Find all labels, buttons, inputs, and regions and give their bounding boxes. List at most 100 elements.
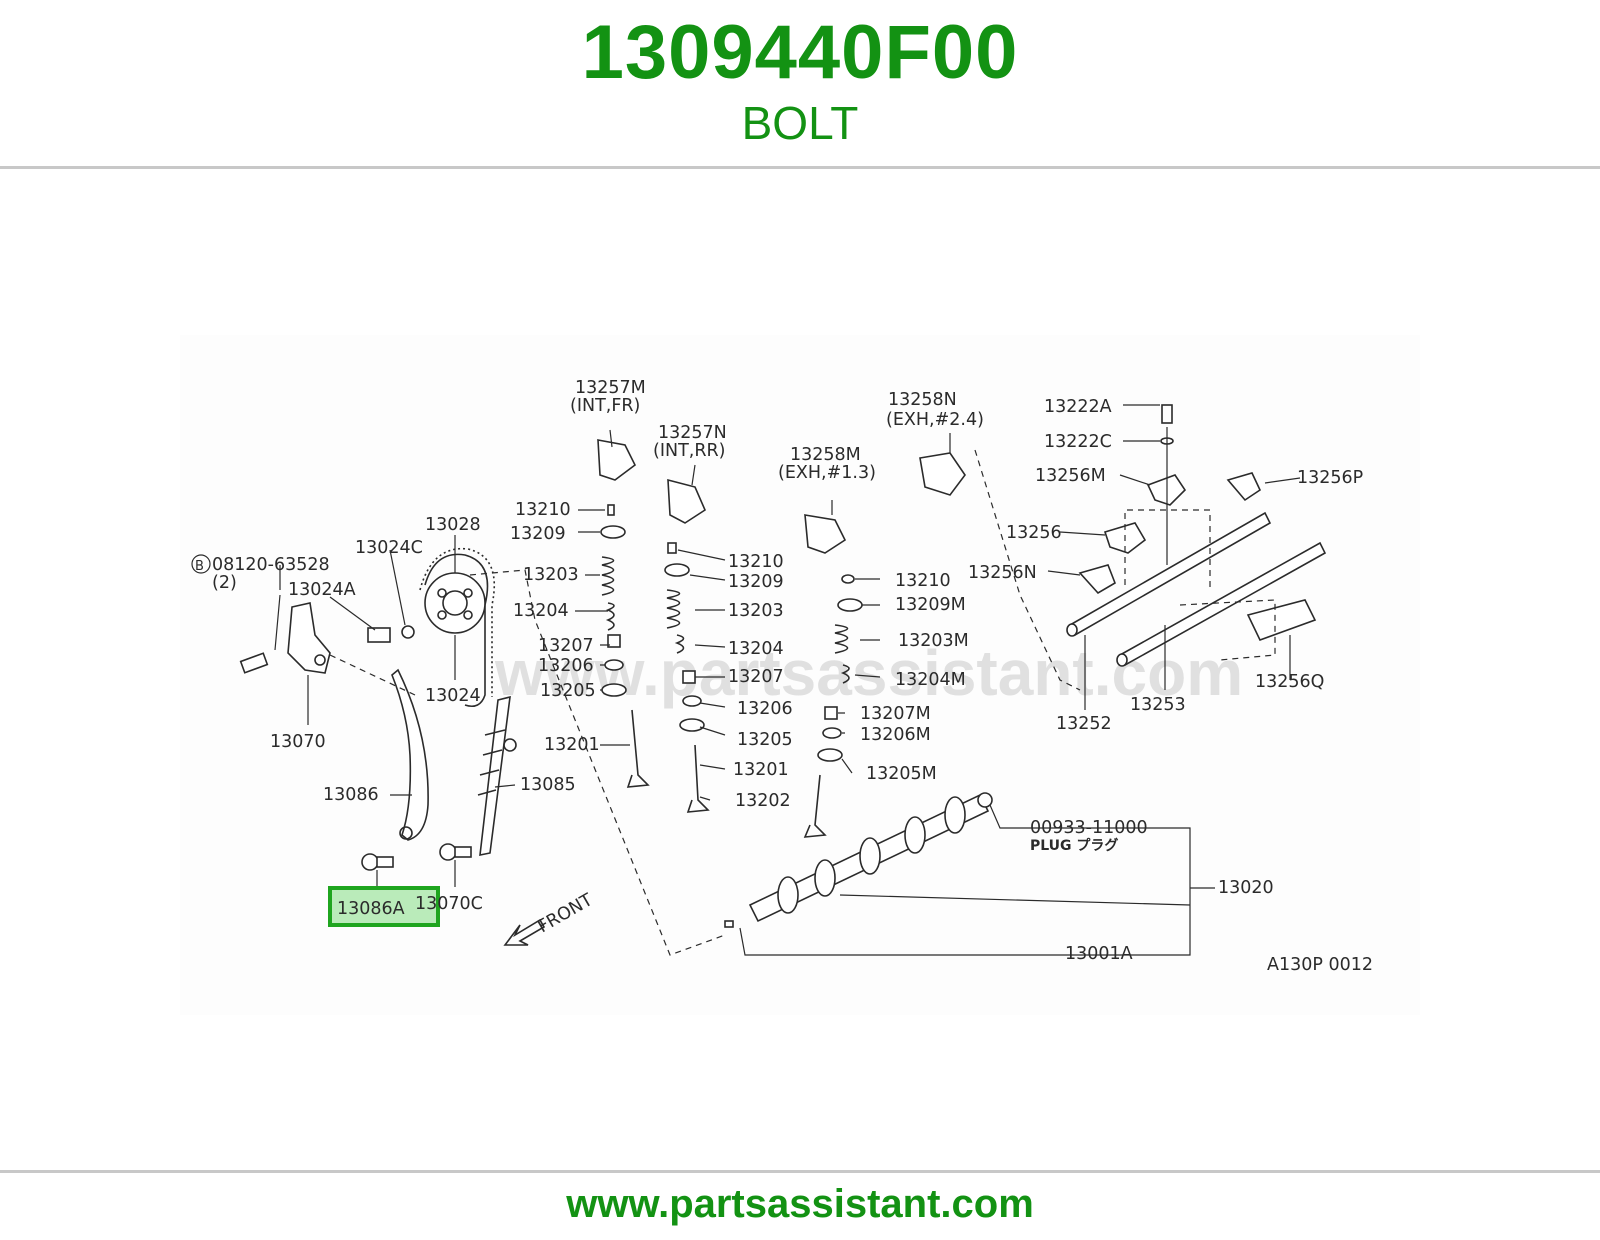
bolt-08120-63528: [239, 652, 269, 674]
label-13258m: 13258M: [790, 445, 861, 465]
label-13210-exhaust: 13210: [728, 552, 784, 572]
leader-08120: [274, 565, 281, 651]
label-b-marker: B: [195, 559, 204, 574]
label-13086: 13086: [323, 785, 379, 805]
label-13203-exhaust: 13203: [728, 601, 784, 621]
spring-retainer: [837, 598, 863, 612]
dash-right: [1124, 509, 1276, 661]
valve-train-exhaust: [664, 542, 710, 813]
dash-rocker-outline: [974, 449, 1081, 691]
bracket-hole: [314, 654, 326, 666]
rocker-arm-13258n: [919, 452, 966, 496]
part-name-subtitle: BOLT: [741, 97, 859, 149]
label-13209-intake: 13209: [510, 524, 566, 544]
label-13205-exhaust: 13205: [737, 730, 793, 750]
label-13258n-sub: (EXH,#2.4): [886, 410, 984, 430]
cam-lobe: [777, 876, 799, 914]
label-plug: PLUG プラグ: [1030, 837, 1118, 854]
cam-lobe: [904, 816, 926, 854]
bolt-13070c-head: [439, 843, 457, 861]
bolt-13086a-shank: [376, 856, 394, 868]
circle-b-marker: [191, 554, 211, 574]
label-13020: 13020: [1218, 878, 1274, 898]
valve-seal: [824, 706, 838, 720]
valve-train-exhaust-m: [803, 574, 863, 838]
bracket-13256q: [1246, 599, 1317, 641]
label-13258m-sub: (EXH,#1.3): [778, 463, 876, 483]
label-13024: 13024: [425, 686, 481, 706]
spring-seat: [822, 727, 842, 739]
inner-spring: [605, 602, 615, 631]
label-13252: 13252: [1056, 714, 1112, 734]
spring-retainer: [600, 525, 626, 539]
part-number-title: 1309440F00: [581, 10, 1019, 95]
valve-collet: [667, 542, 677, 554]
label-13209-exhaust: 13209: [728, 572, 784, 592]
label-13222c: 13222C: [1044, 432, 1112, 452]
bolt-13070c-shank: [454, 846, 472, 858]
label-13257n-sub: (INT,RR): [653, 441, 725, 461]
cam-lobe: [859, 837, 881, 875]
camshaft-plug: [977, 792, 993, 808]
leader-camshaft: [739, 804, 1215, 956]
label-13085: 13085: [520, 775, 576, 795]
guide-mount: [503, 738, 517, 752]
dash-bracket: [329, 654, 416, 696]
leader-rockers: [609, 429, 951, 515]
bolt-13086a-head: [361, 853, 379, 871]
valve-collet: [607, 504, 615, 516]
label-13222a: 13222A: [1044, 397, 1112, 417]
cam-lobe: [944, 796, 966, 834]
sprocket-hole: [437, 610, 447, 620]
rocker-arm-13257n: [667, 478, 707, 524]
leader-13085: [494, 784, 516, 788]
spring-seat: [682, 695, 702, 707]
footer-site-url[interactable]: www.partsassistant.com: [566, 1182, 1034, 1226]
label-13209m: 13209M: [895, 595, 966, 615]
spring-seat-washer: [679, 718, 705, 732]
label-13256p: 13256P: [1297, 468, 1363, 488]
label-13201-exhaust: 13201: [733, 760, 789, 780]
parts-diagram: www.partsassistant.com: [180, 335, 1420, 1015]
label-13202: 13202: [735, 791, 791, 811]
front-arrow-icon: [503, 918, 546, 946]
exhaust-valve: [686, 744, 710, 813]
label-13256m: 13256M: [1035, 466, 1106, 486]
outer-spring: [666, 589, 681, 629]
intake-valve: [626, 709, 650, 788]
label-13256q: 13256Q: [1255, 672, 1324, 692]
chain-guide-13085: [479, 695, 511, 857]
label-13256: 13256: [1006, 523, 1062, 543]
spring-seat-washer: [601, 683, 627, 697]
rocker-arm-13258m: [804, 514, 847, 554]
leader-13024a: [329, 596, 376, 631]
label-08120-qty: (2): [212, 573, 237, 593]
label-13207m: 13207M: [860, 704, 931, 724]
watermark-text: www.partsassistant.com: [494, 637, 1243, 709]
top-divider: [0, 166, 1600, 169]
leader-exhaust: [677, 549, 726, 801]
valve-collet: [841, 574, 855, 584]
inner-spring: [840, 664, 850, 684]
shaft-end: [1116, 653, 1128, 667]
leader-intake: [575, 509, 630, 746]
chain-tensioner-arm-13086: [391, 668, 429, 841]
label-00933-11000: 00933-11000: [1030, 818, 1148, 838]
label-13206-intake: 13206: [538, 656, 594, 676]
shaft-end: [1066, 623, 1078, 637]
label-13205m: 13205M: [866, 764, 937, 784]
label-13257m: 13257M: [575, 378, 646, 398]
cam-sprocket: [424, 572, 486, 634]
timing-chain: [424, 553, 489, 708]
leader-right: [1047, 404, 1301, 710]
outer-spring: [834, 624, 849, 654]
label-13258n: 13258N: [888, 390, 957, 410]
cam-lobe: [814, 859, 836, 897]
tensioner-pivot: [399, 826, 413, 840]
bracket-13256p: [1226, 472, 1262, 502]
bolt-13024a: [367, 627, 391, 643]
label-13210-intake: 13210: [515, 500, 571, 520]
spring-seat-washer: [817, 748, 843, 762]
label-13204-exhaust: 13204: [728, 639, 784, 659]
label-13201-intake: 13201: [544, 735, 600, 755]
